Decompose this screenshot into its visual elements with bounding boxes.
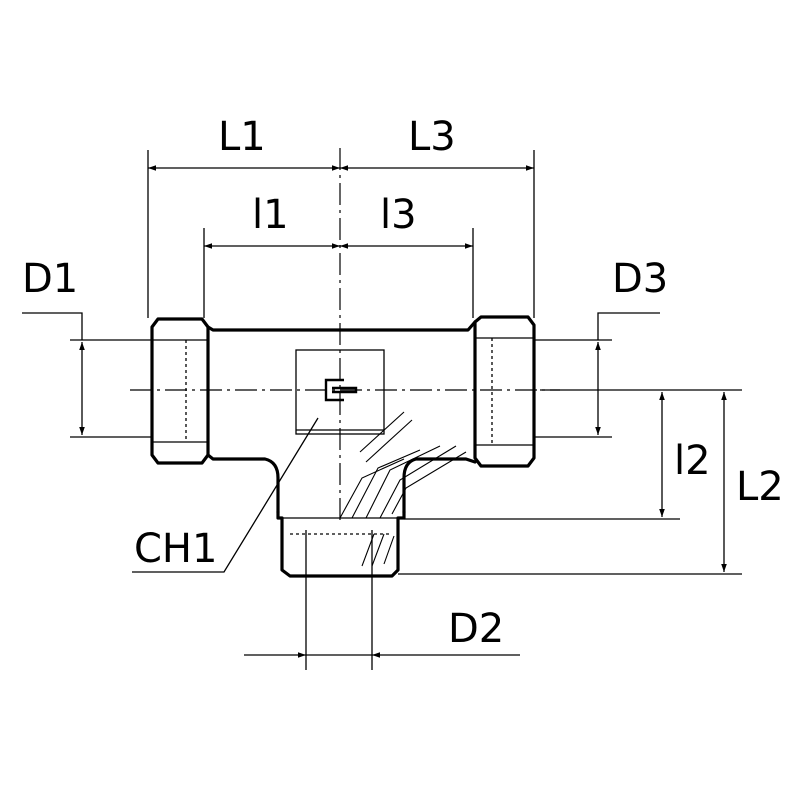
right-port (473, 315, 536, 468)
label-D2: D2 (448, 606, 504, 652)
body-bottom-right (402, 457, 477, 514)
section-hatching (339, 411, 467, 567)
body-bottom-left (206, 453, 280, 514)
label-l3: l3 (380, 192, 417, 238)
label-D1: D1 (22, 256, 78, 302)
extension-lines (22, 150, 742, 670)
body-top-edge (206, 320, 477, 332)
label-L1: L1 (218, 114, 266, 160)
bottom-stem (276, 510, 406, 578)
center-lines (130, 148, 560, 520)
label-l1: l1 (252, 192, 289, 238)
label-D3: D3 (612, 256, 668, 302)
label-L2: L2 (736, 464, 784, 510)
dimension-labels: L1 L3 l1 l3 D1 D3 l2 L2 CH1 D2 (22, 114, 784, 652)
label-L3: L3 (408, 114, 456, 160)
label-CH1: CH1 (134, 526, 217, 572)
label-l2: l2 (674, 438, 711, 484)
dimension-lines (79, 165, 727, 658)
